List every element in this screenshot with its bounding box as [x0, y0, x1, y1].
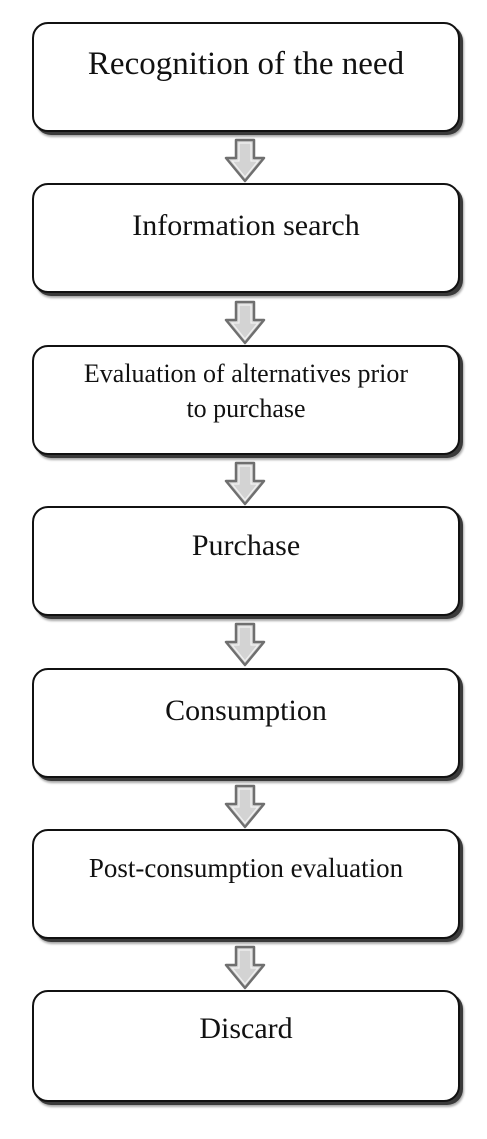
step-label: Purchase: [191, 529, 301, 563]
step-post-consumption-evaluation: Post-consumption evaluation: [32, 829, 460, 939]
step-purchase: Purchase: [32, 506, 460, 616]
step-label: Recognition of the need: [87, 46, 405, 83]
down-arrow-icon: [224, 138, 266, 183]
down-arrow-icon: [224, 945, 266, 990]
down-arrow-icon: [224, 622, 266, 667]
step-label: Post-consumption evaluation: [88, 853, 404, 884]
step-label: Evaluation of alternatives prior to purc…: [83, 359, 409, 423]
down-arrow-icon: [224, 300, 266, 345]
step-recognition-of-need: Recognition of the need: [32, 22, 460, 132]
step-label: Information search: [132, 209, 360, 243]
step-label: Consumption: [165, 694, 327, 728]
step-discard: Discard: [32, 990, 460, 1102]
down-arrow-icon: [224, 784, 266, 829]
step-label: Discard: [199, 1012, 293, 1046]
step-information-search: Information search: [32, 183, 460, 293]
step-evaluation-of-alternatives: Evaluation of alternatives prior to purc…: [32, 345, 460, 455]
down-arrow-icon: [224, 461, 266, 506]
step-consumption: Consumption: [32, 668, 460, 778]
